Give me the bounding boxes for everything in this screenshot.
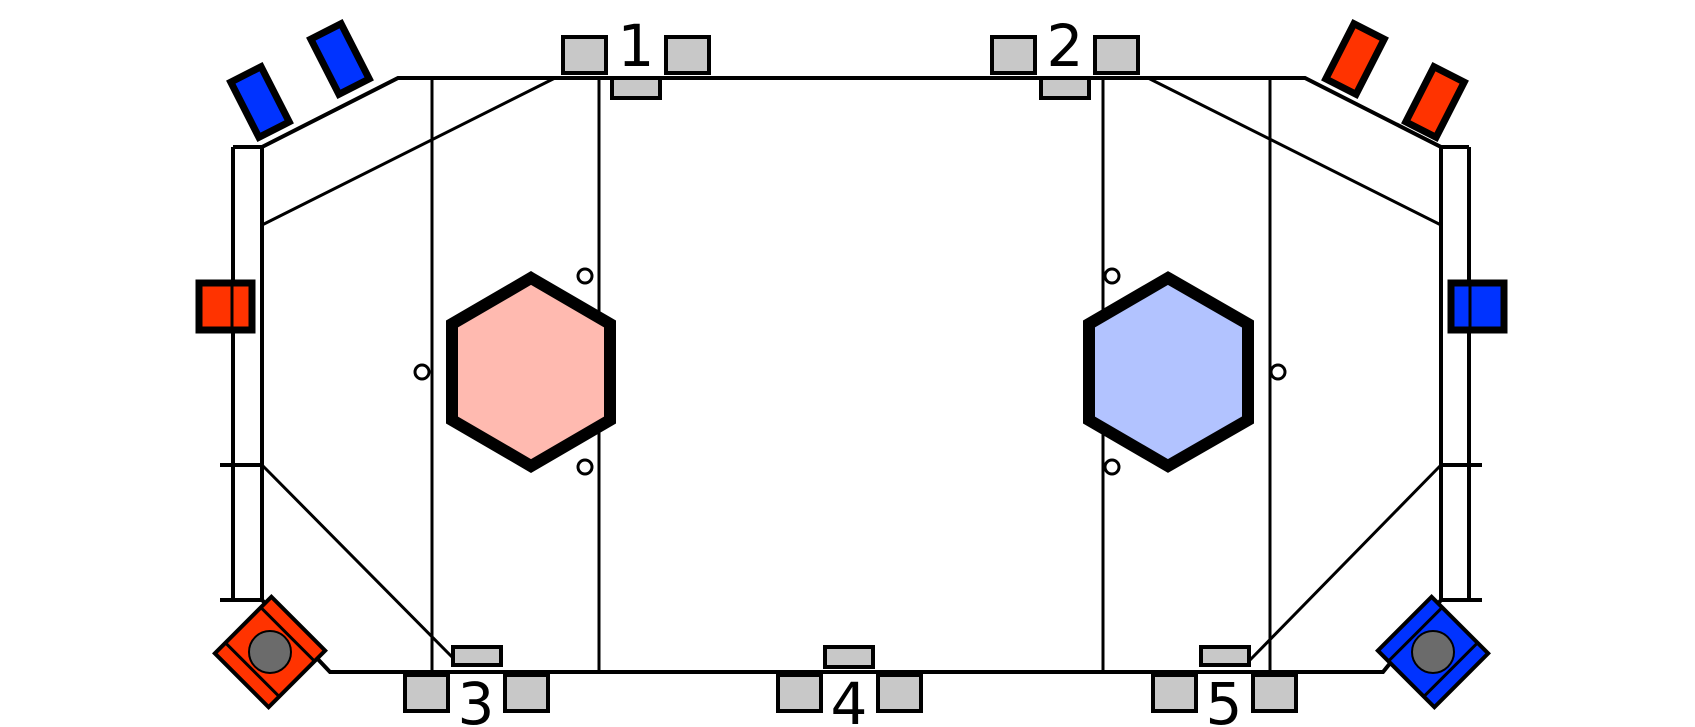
marker [576, 458, 594, 476]
right-rail [1441, 145, 1482, 602]
station-label-5: 5 [1206, 670, 1243, 727]
red-block [1401, 61, 1469, 143]
station-label-2: 2 [1047, 12, 1084, 80]
field-outline [260, 76, 1443, 674]
station-3 [403, 645, 550, 713]
station-4 [776, 645, 923, 713]
blue-side-block [1447, 279, 1508, 334]
station-1 [561, 35, 711, 100]
blue-block [226, 61, 294, 143]
robot-base [1411, 630, 1455, 674]
station-2 [990, 35, 1140, 100]
station-5 [1151, 645, 1298, 713]
marker [413, 363, 431, 381]
station-label-1: 1 [618, 12, 655, 80]
red-hexagon [446, 271, 616, 473]
blue-hexagon [1083, 271, 1254, 473]
robot-base [248, 630, 292, 674]
left-rail [220, 145, 262, 602]
blue-robot [1375, 594, 1491, 710]
red-robot [212, 594, 328, 710]
marker [1103, 458, 1121, 476]
station-label-3: 3 [458, 670, 495, 727]
red-side-block [195, 279, 256, 334]
marker [1103, 267, 1121, 285]
markers [413, 267, 1287, 476]
red-block [1321, 18, 1389, 100]
blue-block [306, 18, 374, 100]
marker [1269, 363, 1287, 381]
marker [576, 267, 594, 285]
station-label-4: 4 [831, 670, 868, 727]
